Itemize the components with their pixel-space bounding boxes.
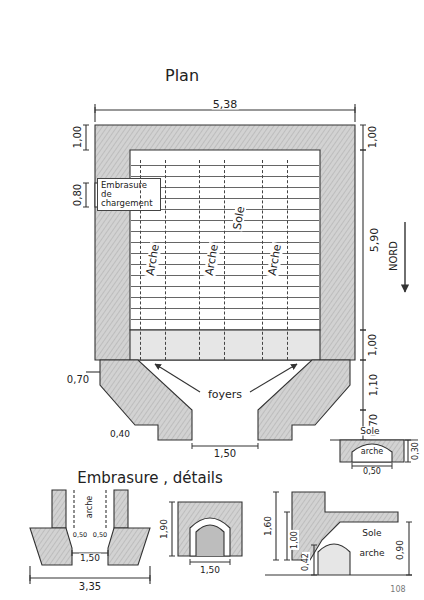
- dimension: 5,90: [369, 227, 380, 254]
- arch-band: Arche: [262, 160, 288, 360]
- dimension: 1,50: [199, 566, 221, 575]
- arch-band: Arche: [199, 160, 225, 360]
- opening-label: Embrasure de chargement: [101, 181, 157, 208]
- dimension: 0,42: [302, 552, 310, 572]
- firebox-band: [130, 330, 320, 360]
- arch-label: Arche: [203, 242, 220, 277]
- dimension: 1,60: [264, 515, 273, 537]
- arch-label: arche: [360, 448, 384, 456]
- dimension: 0,30: [412, 441, 420, 461]
- dimension: 1,00: [73, 125, 83, 149]
- firebox-wall: [100, 360, 192, 440]
- arch-label: arche: [86, 495, 94, 519]
- page-number: 108: [389, 586, 406, 594]
- arch-label: arche: [358, 549, 385, 558]
- dimension: 1,50: [213, 449, 237, 459]
- dimension: 5,38: [212, 99, 239, 110]
- dimension: 1,00: [368, 125, 378, 149]
- dimension: 0,90: [396, 539, 405, 561]
- section-heading: Embrasure , détails: [76, 471, 224, 486]
- dimension: 0,50: [92, 532, 108, 539]
- arch-band: Arche: [140, 160, 166, 360]
- dimension: 0,50: [362, 468, 382, 476]
- hearth-label: Sole: [361, 529, 382, 538]
- dimension: 1,50: [79, 554, 101, 563]
- firebox-wall: [258, 360, 350, 440]
- dimension-line: [95, 109, 355, 110]
- north-label: NORD: [389, 240, 399, 272]
- dimension: 0,80: [73, 183, 83, 207]
- dimension: 1,10: [369, 373, 379, 397]
- hearth-label: Sole: [359, 427, 380, 436]
- drawing-title: Plan: [164, 68, 200, 84]
- dimension: 0,40: [109, 430, 131, 439]
- dimension: 1,90: [160, 518, 169, 540]
- dimension: 0,50: [72, 532, 88, 539]
- arch-label: Arche: [144, 242, 161, 277]
- leader-line: [155, 364, 200, 392]
- dimension: 0,70: [66, 375, 90, 385]
- firebox-label: foyers: [207, 389, 243, 400]
- dimension: 1,00: [291, 530, 299, 550]
- loading-opening-box: Embrasure de chargement: [97, 178, 161, 211]
- dimension: 1,00: [368, 333, 378, 357]
- kiln-walls: [95, 125, 355, 360]
- north-arrow: [404, 222, 405, 292]
- leader-line: [250, 364, 297, 392]
- arch-label: Arche: [266, 242, 283, 277]
- dimension: 3,35: [78, 582, 102, 592]
